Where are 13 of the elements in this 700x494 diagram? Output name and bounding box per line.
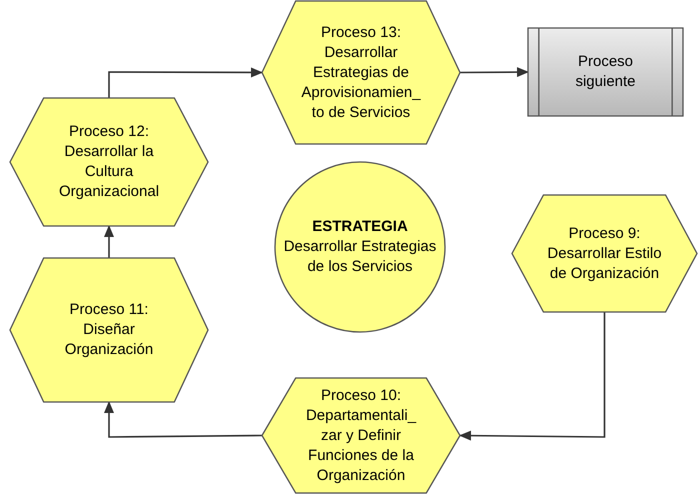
arrow: [108, 67, 263, 98]
node-label: Proceso 10: Departamentali_ zar y Definir Funciones de la Organización: [304, 386, 418, 486]
arrow: [460, 67, 529, 78]
node-label: Proceso 9: Desarrollar Estilo de Organización: [546, 224, 663, 284]
node-label: Proceso 12: Desarrollar la Cultura Organizacional: [58, 122, 160, 202]
arrow: [459, 312, 606, 441]
node-label: Proceso 11: Diseñar Organización: [64, 300, 154, 360]
node-heading: ESTRATEGIA: [312, 217, 408, 237]
node-label: Proceso siguiente: [574, 52, 637, 92]
arrow: [104, 401, 262, 438]
node-label: Proceso 13: Desarrollar Estrategias de Aprovisionamien_ to de Servicios: [300, 22, 422, 122]
arrow: [104, 225, 114, 258]
node-label: Desarrollar Estrategias de los Servicios: [283, 237, 437, 277]
